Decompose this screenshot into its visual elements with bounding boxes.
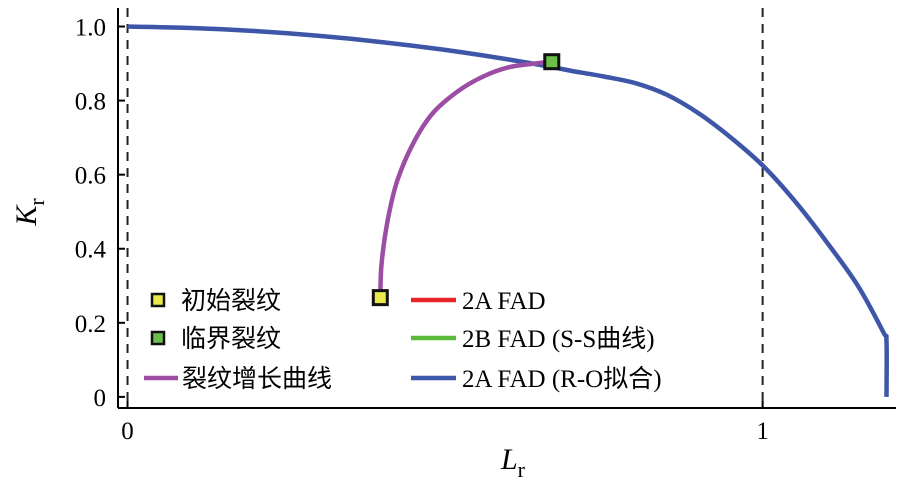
legend-label: 2B FAD (S-S曲线): [462, 325, 655, 353]
y-tick-label: 0.6: [75, 163, 106, 190]
y-tick-label: 0.4: [75, 237, 107, 264]
y-tick-label: 0: [94, 385, 107, 412]
legend-label: 裂纹增长曲线: [182, 364, 332, 393]
x-axis-label: Lr: [500, 443, 526, 481]
series-layer: [127, 24, 889, 397]
y-tick-label: 0.2: [75, 311, 106, 338]
legend-label: 2A FAD (R-O拟合): [462, 365, 662, 393]
data-marker: [543, 53, 561, 71]
y-tick-label: 0.8: [75, 89, 106, 116]
legend-marker: [150, 330, 166, 346]
x-tick-label: 1: [756, 418, 769, 445]
legend-label: 初始裂纹: [181, 286, 281, 315]
reference-vlines: [126, 8, 764, 408]
axes: [117, 8, 896, 409]
y-tick-label: 1.0: [75, 15, 106, 42]
marker-layer: [371, 53, 561, 307]
series-line: [127, 24, 889, 397]
data-marker: [371, 289, 389, 307]
tick-layer: 0 0.2 0.4 0.6 0.8 1.0 0 1: [75, 15, 769, 445]
y-axis-label: Kr: [10, 198, 49, 227]
legend-label: 2A FAD: [462, 288, 546, 315]
series-line: [378, 59, 553, 298]
x-tick-label: 0: [121, 418, 134, 445]
legend-label: 临界裂纹: [181, 324, 281, 353]
legend-marker: [150, 292, 166, 308]
